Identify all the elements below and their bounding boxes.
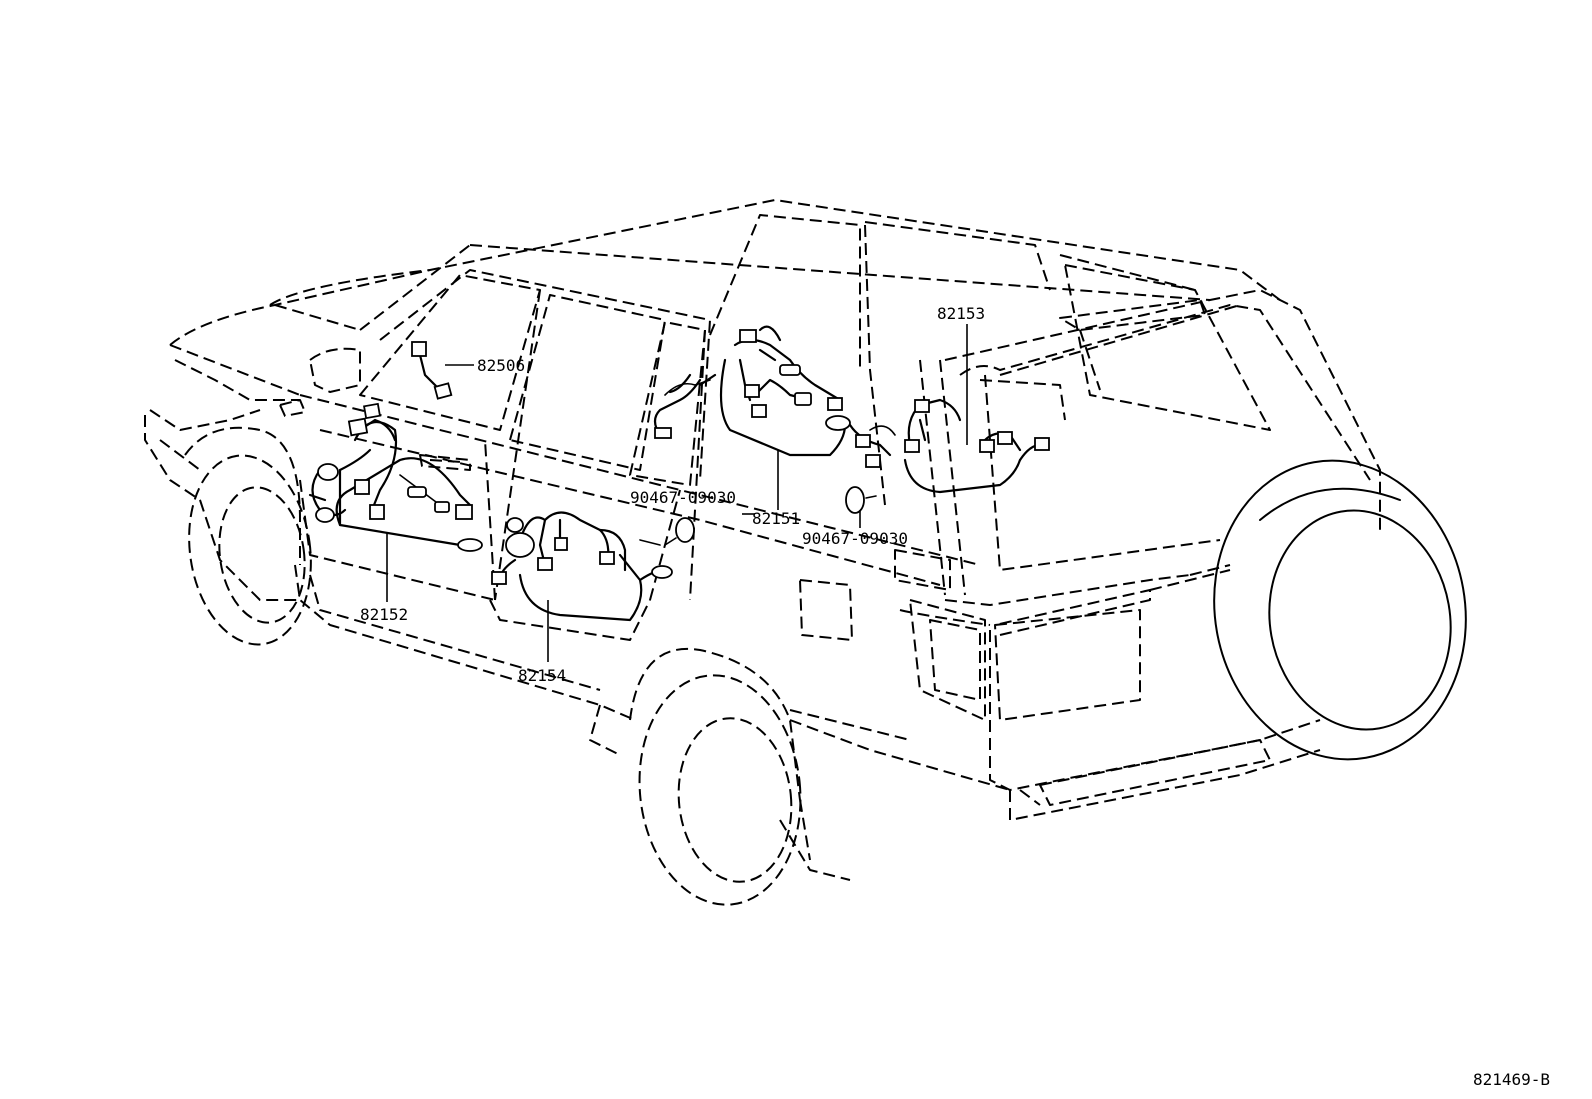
harness-82153 [903, 398, 1050, 494]
leader-lines [386, 324, 968, 662]
part-label-82506: 82506 [477, 356, 525, 375]
part-label-90467-09030-left: 90467-09030 [630, 488, 736, 507]
harness-82506 [411, 341, 453, 400]
clip-90467-left [664, 517, 695, 546]
harness-82152 [308, 402, 483, 552]
spare-tire [1213, 459, 1467, 761]
vehicle-outline [144, 199, 1381, 861]
clip-90467-right [845, 486, 877, 514]
harness-82154 [491, 511, 673, 622]
harness-82151 [653, 325, 896, 468]
front-wheel [188, 454, 312, 646]
part-label-82151: 82151 [752, 509, 800, 528]
figure-id: 821469-B [1473, 1070, 1550, 1089]
part-label-82152: 82152 [360, 605, 408, 624]
part-label-82153: 82153 [937, 304, 985, 323]
part-label-90467-09030-right: 90467-09030 [802, 529, 908, 548]
part-label-82154: 82154 [518, 666, 566, 685]
rear-wheel [638, 674, 851, 906]
